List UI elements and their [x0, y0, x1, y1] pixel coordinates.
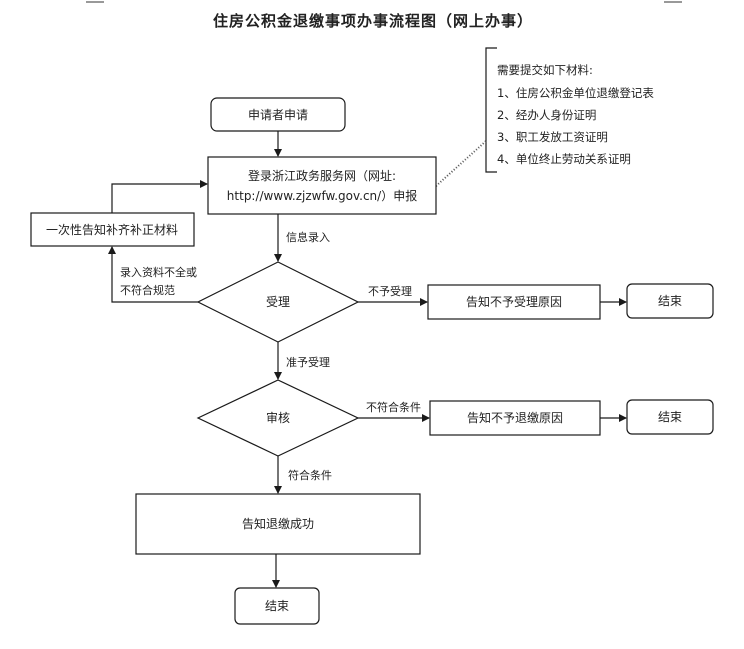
end-node-1	[626, 283, 714, 319]
end-label-3: 结束	[265, 599, 289, 613]
materials-item-2: 2、经办人身份证明	[497, 108, 596, 122]
end-label-2: 结束	[658, 410, 682, 424]
apply-label: 申请者申请	[248, 108, 308, 122]
login-label-line1: 登录浙江政务服务网（网址:	[248, 168, 396, 183]
edge-accept-notify	[108, 246, 198, 303]
edge-label-not-qualified: 不符合条件	[366, 400, 421, 414]
edge-label-incomplete-2: 不符合规范	[120, 283, 175, 297]
edge-label-accepted: 准予受理	[286, 356, 330, 369]
page-title: 住房公积金退缴事项办事流程图（网上办事）	[213, 12, 533, 30]
reject-accept-node	[427, 284, 601, 320]
review-label: 审核	[266, 410, 290, 425]
login-node	[207, 156, 437, 215]
edge-label-incomplete-1: 录入资料不全或	[120, 265, 197, 279]
edge-label-info-entry: 信息录入	[286, 230, 330, 244]
materials-item-1: 1、住房公积金单位退缴登记表	[497, 86, 654, 100]
materials-heading: 需要提交如下材料:	[497, 63, 593, 77]
reject-accept-label: 告知不予受理原因	[466, 295, 562, 309]
end-label-1: 结束	[658, 294, 682, 308]
end-node-2	[626, 399, 714, 435]
accept-label: 受理	[266, 295, 290, 309]
materials-bracket	[485, 47, 497, 173]
materials-item-3: 3、职工发放工资证明	[497, 130, 608, 144]
end-node-3	[234, 587, 320, 625]
login-label-line2: http://www.zjzwfw.gov.cn/）申报	[227, 188, 417, 203]
materials-connector	[435, 140, 487, 187]
reject-refund-label: 告知不予退缴原因	[467, 410, 563, 425]
edge-notify-login	[111, 180, 208, 213]
materials-item-4: 4、单位终止劳动关系证明	[497, 152, 631, 166]
success-node	[135, 493, 421, 555]
notify-once-label: 一次性告知补齐补正材料	[46, 222, 178, 237]
edge-label-not-accepted: 不予受理	[368, 285, 412, 298]
success-label: 告知退缴成功	[242, 516, 314, 531]
edge-label-qualified: 符合条件	[288, 468, 332, 482]
